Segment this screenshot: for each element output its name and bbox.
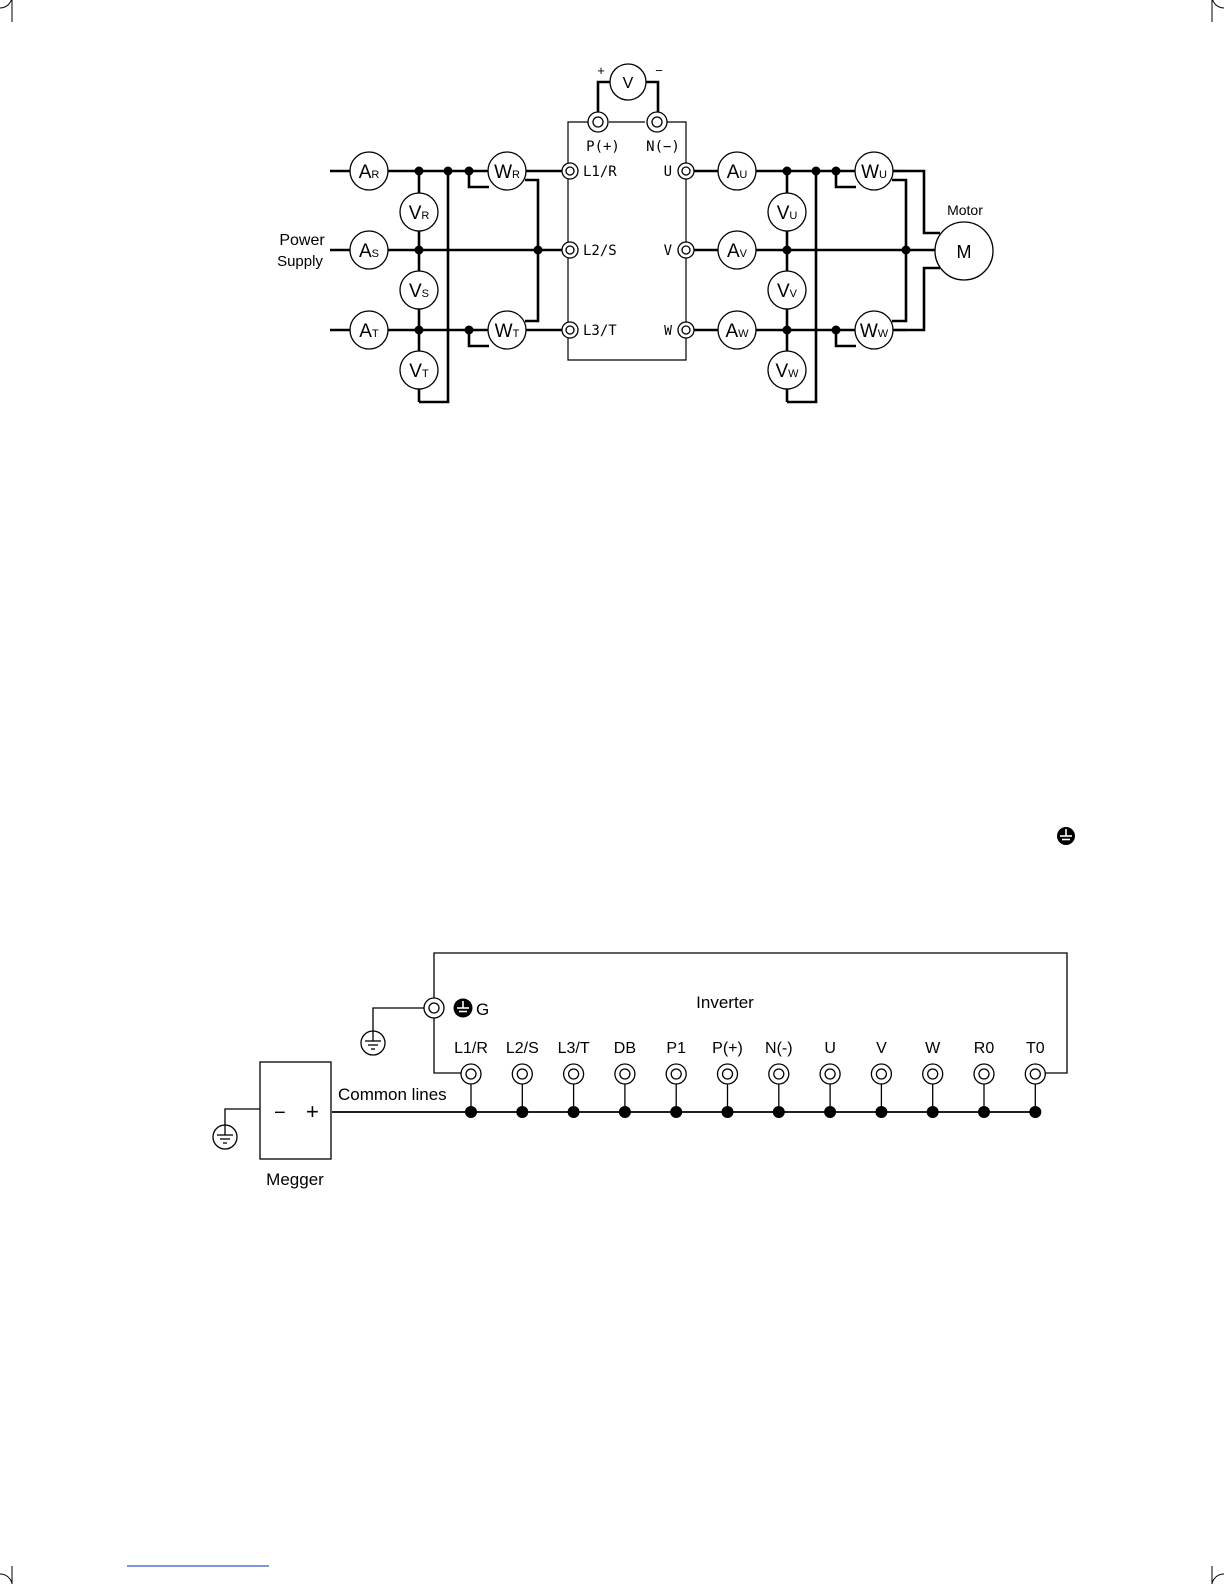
terminal-label: R0 (974, 1040, 995, 1057)
terminal-l2-label: L2/S (583, 243, 617, 259)
motor-label: Motor (947, 202, 983, 218)
protective-earth-icon (454, 999, 473, 1018)
megger-minus: − (274, 1102, 286, 1124)
ground-terminal-label: G (476, 1000, 489, 1019)
terminal-label: V (876, 1040, 887, 1057)
terminal-l3-label: L3/T (583, 323, 617, 339)
wattmeter-t: WT (488, 311, 526, 349)
crop-mark-icon (1212, 0, 1224, 22)
terminal-label: L2/S (506, 1040, 539, 1057)
insulation-test-diagram: Inverter G L1/R L2/S L3/T DB P1 P(+) N(-) U V W (213, 953, 1067, 1189)
motor-symbol: M (957, 242, 972, 262)
terminal-1: L2/S (506, 1040, 539, 1118)
terminal-l2 (562, 242, 578, 258)
protective-earth-icon (1057, 827, 1075, 845)
terminal-w (678, 322, 694, 338)
terminal-8: V (871, 1040, 891, 1118)
terminal-7: U (820, 1040, 840, 1118)
terminal-label: L3/T (558, 1040, 590, 1057)
power-supply-label-1: Power (279, 232, 325, 249)
ammeter-r: AR (350, 152, 388, 190)
terminal-9: W (923, 1040, 943, 1118)
terminal-5: P(+) (712, 1040, 743, 1118)
terminal-label: N(-) (765, 1040, 793, 1057)
terminal-l1-label: L1/R (583, 164, 617, 180)
terminal-3: DB (614, 1040, 636, 1118)
terminal-label: W (925, 1040, 941, 1057)
ammeter-v: AV (718, 231, 756, 269)
terminal-11: T0 (1025, 1040, 1045, 1118)
voltmeter-u: VU (768, 193, 806, 231)
dc-minus-sign: − (655, 63, 663, 78)
inverter-label: Inverter (696, 993, 754, 1012)
ammeter-t: AT (350, 311, 388, 349)
terminal-0: L1/R (454, 1040, 488, 1118)
voltmeter-v: VV (768, 271, 806, 309)
megger: − + Megger (213, 1062, 331, 1189)
crop-mark-icon (1212, 1566, 1224, 1584)
terminal-p-label: P(+) (586, 139, 620, 155)
terminal-v-label: V (664, 243, 673, 259)
crop-mark-icon (0, 0, 12, 22)
ground-icon (213, 1124, 237, 1149)
terminal-label: DB (614, 1040, 636, 1057)
terminal-label: P(+) (712, 1040, 743, 1057)
terminal-10: R0 (974, 1040, 995, 1118)
terminal-w-label: W (664, 324, 672, 339)
diagram1-labels: Power Supply + − P(+) N(−) L1/R L2/S L3/… (277, 63, 680, 339)
megger-plus: + (306, 1099, 319, 1124)
power-supply-label-2: Supply (277, 253, 323, 270)
voltmeter-w: VW (768, 351, 806, 389)
meters: AR AS AT VR VS VT WR WT AU AV AW VU VV V… (350, 64, 893, 389)
terminal-label: L1/R (454, 1040, 488, 1057)
svg-text:V: V (623, 75, 634, 92)
terminal-l3 (562, 322, 578, 338)
terminal-4: P1 (666, 1040, 686, 1118)
ground-icon (361, 1030, 385, 1055)
megger-label: Megger (266, 1170, 324, 1189)
terminal-label: T0 (1026, 1040, 1045, 1057)
voltmeter-s: VS (400, 271, 438, 309)
terminal-6: N(-) (765, 1040, 793, 1118)
terminal-label: U (824, 1040, 836, 1057)
terminal-u-label: U (664, 164, 672, 180)
terminal-label: P1 (666, 1040, 686, 1057)
ammeter-u: AU (718, 152, 756, 190)
inverter-terminal-row: L1/R L2/S L3/T DB P1 P(+) N(-) U V W R0 T0 (454, 1040, 1045, 1118)
ammeter-s: AS (350, 231, 388, 269)
motor: M Motor (935, 202, 993, 280)
terminal-n-label: N(−) (646, 139, 680, 155)
voltmeter-t: VT (400, 351, 438, 389)
dc-plus-sign: + (597, 63, 605, 78)
terminal-l1 (562, 163, 578, 179)
common-lines-label: Common lines (338, 1085, 447, 1104)
terminal-2: L3/T (558, 1040, 590, 1118)
measurement-wiring-diagram: AR AS AT VR VS VT WR WT AU AV AW VU VV V… (277, 63, 993, 402)
terminal-p (588, 112, 608, 132)
terminal-n (647, 112, 667, 132)
voltmeter-r: VR (400, 193, 438, 231)
wattmeter-w: WW (855, 311, 893, 349)
terminal-v (678, 242, 694, 258)
dc-voltmeter: V (610, 64, 646, 100)
wattmeter-u: WU (855, 152, 893, 190)
crop-mark-icon (0, 1566, 12, 1584)
ammeter-w: AW (718, 311, 756, 349)
wattmeter-r: WR (488, 152, 526, 190)
terminal-u (678, 163, 694, 179)
